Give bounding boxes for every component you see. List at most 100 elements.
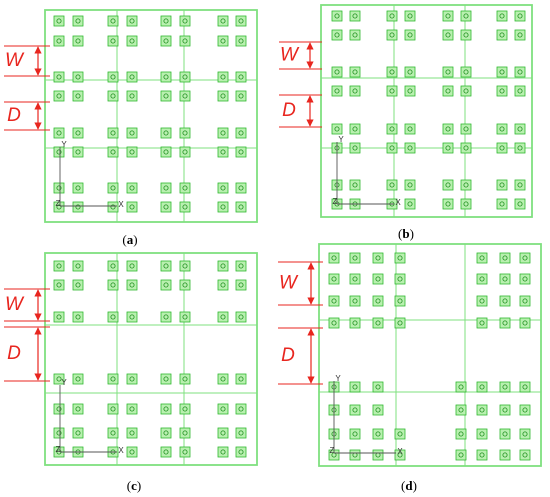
width-dimension-label: W xyxy=(5,294,25,315)
pad-square xyxy=(349,404,361,416)
pad-square xyxy=(160,15,172,27)
pad-ring xyxy=(56,74,62,80)
pad-ring xyxy=(463,13,469,19)
pad-square xyxy=(476,252,488,264)
pad-square xyxy=(404,179,416,191)
pad-square xyxy=(217,71,229,83)
pad-ring xyxy=(522,276,528,282)
pad-ring xyxy=(163,74,169,80)
pad-square xyxy=(126,403,138,415)
pad-square xyxy=(372,252,384,264)
axis-y-label: Y xyxy=(61,140,67,149)
pad-square xyxy=(126,182,138,194)
pad-square xyxy=(126,201,138,213)
pad-ring xyxy=(389,182,395,188)
pad-ring xyxy=(522,298,528,304)
pad-ring xyxy=(182,430,188,436)
pad-ring xyxy=(517,182,523,188)
pad-square xyxy=(372,273,384,285)
panel-frame xyxy=(44,9,258,223)
pad-ring xyxy=(238,38,244,44)
pad-ring xyxy=(75,282,81,288)
pad-ring xyxy=(220,93,226,99)
pad-square xyxy=(160,260,172,272)
pad-square xyxy=(126,146,138,158)
pad-ring xyxy=(129,185,135,191)
pad-ring xyxy=(458,384,464,390)
pad-square xyxy=(217,403,229,415)
pad-ring xyxy=(56,149,62,155)
pad-ring xyxy=(182,376,188,382)
pad-square xyxy=(476,428,488,440)
pad-square xyxy=(372,404,384,416)
pad-square xyxy=(179,15,191,27)
pad-square xyxy=(179,311,191,323)
pad-ring xyxy=(220,430,226,436)
pad-ring xyxy=(238,282,244,288)
pad-square xyxy=(179,90,191,102)
pad-square xyxy=(394,317,406,329)
pad-ring xyxy=(389,145,395,151)
pad-ring xyxy=(220,149,226,155)
pad-ring xyxy=(182,38,188,44)
pad-ring xyxy=(445,88,451,94)
pad-square xyxy=(72,403,84,415)
axis-x-label: X xyxy=(397,447,403,456)
pad-square xyxy=(160,127,172,139)
pad-ring xyxy=(110,130,116,136)
pad-square xyxy=(179,403,191,415)
pad-square xyxy=(442,66,454,78)
pad-ring xyxy=(129,204,135,210)
pad-square xyxy=(160,403,172,415)
pad-square xyxy=(235,35,247,47)
pad-ring xyxy=(517,126,523,132)
pad-ring xyxy=(352,32,358,38)
pad-ring xyxy=(499,182,505,188)
pad-square xyxy=(53,279,65,291)
pad-square xyxy=(217,373,229,385)
pad-square xyxy=(217,146,229,158)
pad-ring xyxy=(75,93,81,99)
axis-y-label: Y xyxy=(338,135,344,144)
pad-ring xyxy=(75,406,81,412)
pad-ring xyxy=(238,74,244,80)
pad-ring xyxy=(163,314,169,320)
pad-square xyxy=(386,29,398,41)
pad-ring xyxy=(238,18,244,24)
pad-square xyxy=(349,381,361,393)
pad-ring xyxy=(163,130,169,136)
pad-ring xyxy=(238,314,244,320)
pad-ring xyxy=(75,74,81,80)
axis-z-label: Z xyxy=(56,445,61,454)
pad-square xyxy=(386,142,398,154)
pad-square xyxy=(496,10,508,22)
caption-b-letter: b xyxy=(402,226,410,241)
pad-ring xyxy=(375,407,381,413)
pad-ring xyxy=(352,13,358,19)
pad-square xyxy=(126,311,138,323)
pad-square xyxy=(514,142,526,154)
dimension-annotations: WD xyxy=(4,288,50,382)
pad-ring xyxy=(502,255,508,261)
pad-ring xyxy=(129,263,135,269)
pad-ring xyxy=(352,126,358,132)
pad-ring xyxy=(110,314,116,320)
pad-square xyxy=(328,317,340,329)
pad-square xyxy=(217,15,229,27)
pad-ring xyxy=(407,126,413,132)
pad-ring xyxy=(220,282,226,288)
pad-ring xyxy=(56,93,62,99)
pad-ring xyxy=(463,88,469,94)
pad-square xyxy=(126,71,138,83)
pad-square xyxy=(460,123,472,135)
pad-ring xyxy=(389,69,395,75)
pad-square xyxy=(126,35,138,47)
pad-square xyxy=(160,311,172,323)
pad-ring xyxy=(463,32,469,38)
caption-c: (c) xyxy=(126,478,142,493)
pad-ring xyxy=(238,93,244,99)
width-dimension: W xyxy=(4,45,50,77)
pad-array xyxy=(53,15,247,213)
pad-ring xyxy=(238,149,244,155)
